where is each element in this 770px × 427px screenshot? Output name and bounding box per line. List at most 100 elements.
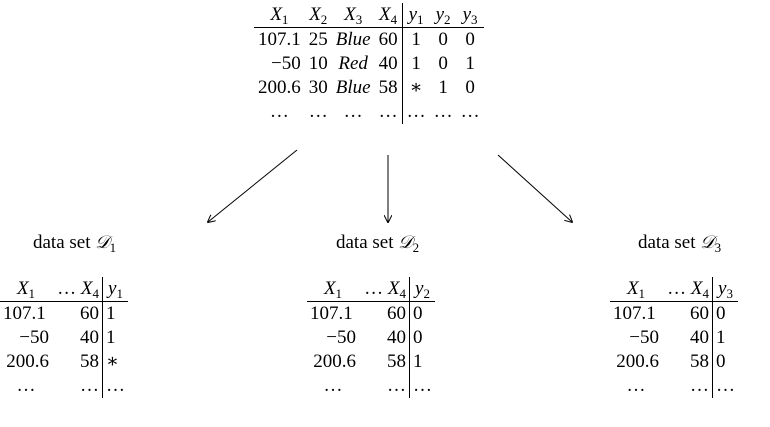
header-x3: X3: [331, 3, 375, 28]
header-y2: y2: [409, 277, 435, 302]
cell: 25: [308, 29, 328, 50]
cell: 40: [52, 326, 103, 350]
cell: 1: [413, 351, 423, 372]
cell: 58: [359, 350, 410, 374]
table-row: ………: [610, 374, 738, 398]
arrow-to-dataset-3: [497, 154, 572, 222]
header-x4: … X4: [52, 277, 103, 302]
cell: …: [460, 101, 480, 122]
cell: 200.6: [616, 351, 659, 372]
table-row: 107.1 25 Blue 60 1 0 0: [254, 27, 484, 52]
cell: 60: [374, 27, 403, 52]
cell: Blue: [335, 29, 371, 50]
cell: …: [374, 100, 403, 124]
header-x1: X1: [307, 277, 359, 302]
header-y3: y3: [456, 3, 484, 28]
cell: 0: [413, 303, 423, 324]
cell: 0: [716, 351, 726, 372]
cell: 107.1: [310, 303, 353, 324]
cell: …: [323, 375, 343, 396]
header-x1: X1: [0, 277, 52, 302]
cell: 1: [106, 303, 116, 324]
header-x2: X2: [304, 3, 332, 28]
header-x4: … X4: [662, 277, 713, 302]
table-row: −50 10 Red 40 1 0 1: [254, 52, 484, 76]
cell: …: [52, 374, 103, 398]
cell: 107.1: [613, 303, 656, 324]
cell: …: [626, 375, 646, 396]
cell: …: [413, 375, 432, 396]
cell: 60: [52, 301, 103, 326]
arrow-to-dataset-1: [208, 149, 298, 222]
cell: 1: [411, 29, 421, 50]
cell: 40: [374, 52, 403, 76]
cell: 40: [662, 326, 713, 350]
header-x1: X1: [254, 3, 305, 28]
header-x1: X1: [610, 277, 662, 302]
header-y1: y1: [102, 277, 128, 302]
cell: 60: [662, 301, 713, 326]
header-y3: y3: [712, 277, 738, 302]
cell: …: [359, 374, 410, 398]
cell: 58: [374, 76, 403, 100]
cell: −50: [271, 53, 301, 74]
cell: −50: [629, 327, 659, 348]
table-row: ………: [0, 374, 128, 398]
cell: 58: [52, 350, 103, 374]
cell: 0: [465, 29, 475, 50]
cell: 1: [438, 77, 448, 98]
cell: …: [269, 101, 289, 122]
cell: 58: [662, 350, 713, 374]
dataset-header-row: X1 … X4 y1: [0, 277, 128, 302]
dataset-1-title: data set 𝒟1: [33, 232, 117, 255]
cell: 10: [308, 53, 328, 74]
cell: ∗: [106, 351, 119, 372]
dataset-header-row: X1 … X4 y2: [307, 277, 435, 302]
header-y1: y1: [402, 3, 430, 28]
cell: …: [16, 375, 36, 396]
header-y2: y2: [429, 3, 457, 28]
cell: …: [662, 374, 713, 398]
cell: …: [343, 101, 363, 122]
cell: 60: [359, 301, 410, 326]
cell: 0: [465, 77, 475, 98]
cell: Blue: [335, 77, 371, 98]
cell: 0: [716, 303, 726, 324]
table-row: … … … … … … …: [254, 100, 484, 124]
cell: 30: [308, 77, 328, 98]
cell: 1: [716, 327, 726, 348]
table-row: 200.6 30 Blue 58 ∗ 1 0: [254, 76, 484, 100]
header-x4: … X4: [359, 277, 410, 302]
cell: …: [106, 375, 125, 396]
main-header-row: X1 X2 X3 X4 y1 y2 y3: [254, 3, 484, 28]
original-data-table: X1 X2 X3 X4 y1 y2 y3 107.1 25 Blue 60 1 …: [254, 3, 484, 124]
cell: 40: [359, 326, 410, 350]
cell: 0: [438, 29, 448, 50]
cell: 1: [411, 53, 421, 74]
cell: −50: [19, 327, 49, 348]
cell: 200.6: [313, 351, 356, 372]
cell: 200.6: [258, 77, 301, 98]
cell: 107.1: [258, 29, 301, 50]
dataset-3-title: data set 𝒟3: [638, 232, 722, 255]
cell: …: [406, 101, 426, 122]
cell: …: [308, 101, 328, 122]
cell: 1: [465, 53, 475, 74]
dataset-header-row: X1 … X4 y3: [610, 277, 738, 302]
table-row: ………: [307, 374, 435, 398]
header-x4: X4: [374, 3, 403, 28]
cell: 1: [106, 327, 116, 348]
